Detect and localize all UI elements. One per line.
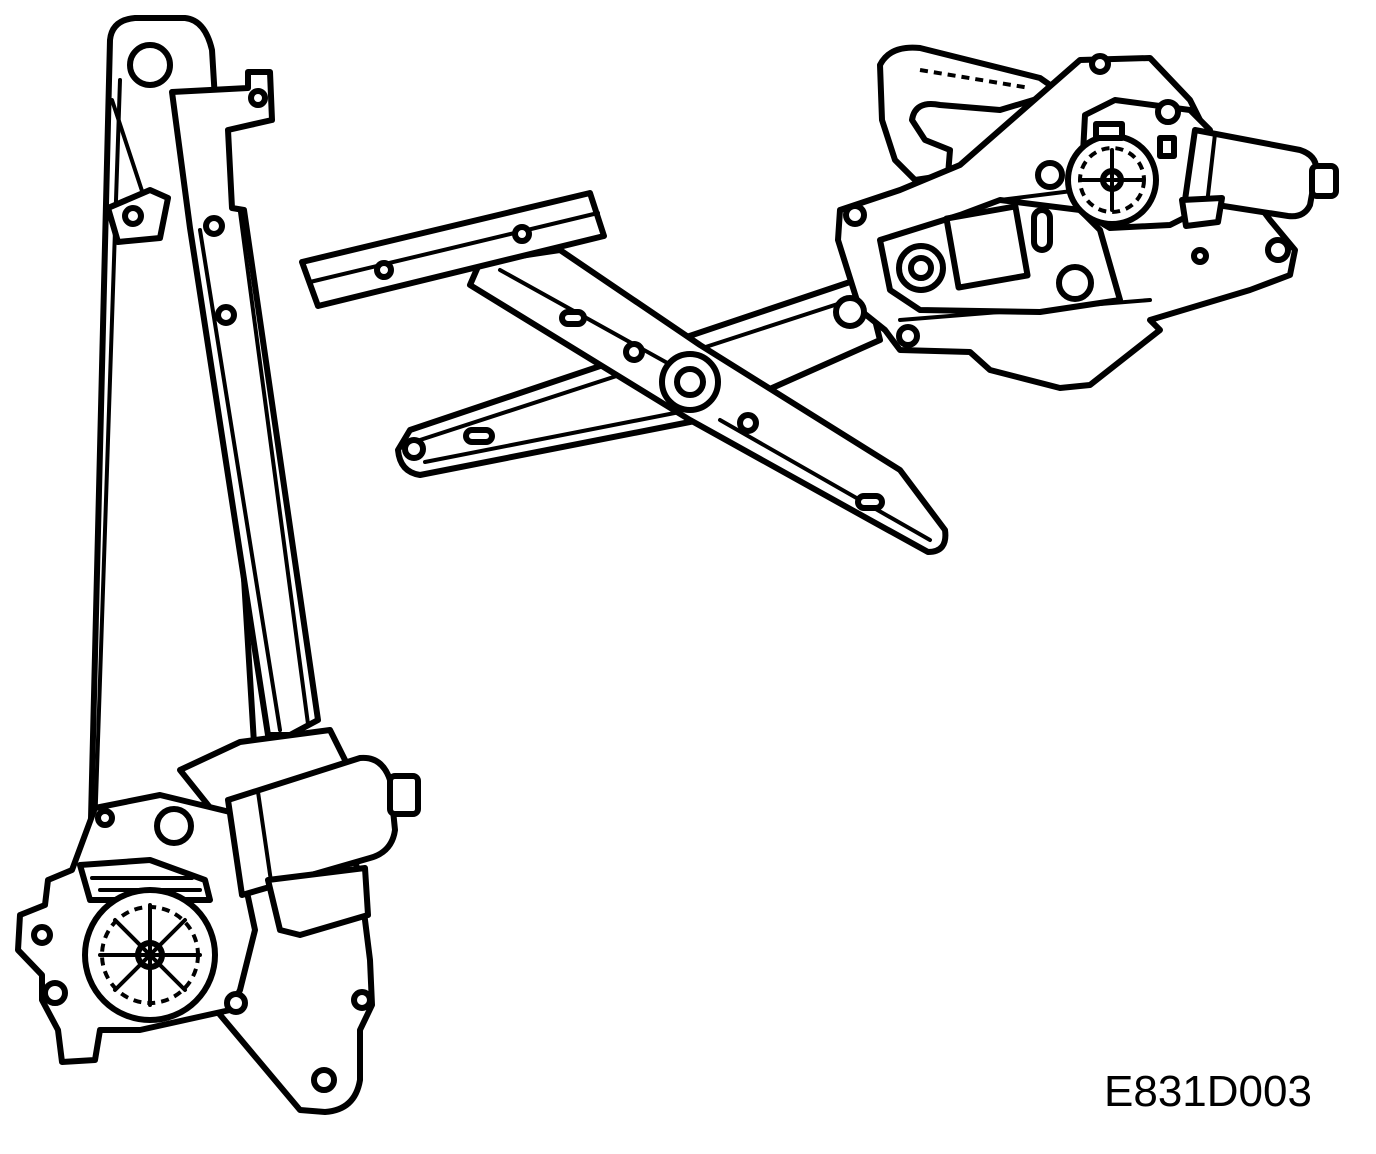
scissor-window-regulator bbox=[299, 44, 1339, 555]
glass-carrier-channel bbox=[169, 69, 321, 738]
base-hole-right bbox=[1265, 237, 1291, 263]
drive-gear-spokes bbox=[98, 903, 202, 1007]
scissor-motor-bracket bbox=[1179, 195, 1225, 229]
side-mount-hole bbox=[351, 989, 373, 1011]
base-hole-small-right bbox=[1191, 247, 1209, 265]
lower-arm-end-hole bbox=[402, 437, 426, 461]
motor-boss bbox=[154, 806, 194, 846]
gearbox-tab-1 bbox=[1157, 135, 1177, 159]
base-hole-lower-left bbox=[896, 324, 920, 348]
base-hole-lower-right bbox=[1056, 264, 1094, 302]
base-hole-top bbox=[1089, 53, 1111, 75]
base-plate-label-area bbox=[943, 203, 1031, 291]
scissor-motor-band bbox=[1205, 132, 1217, 206]
glass-channel-hole-2 bbox=[512, 224, 532, 244]
crossing-arm-slot-1 bbox=[559, 309, 587, 327]
motor-shaft-end bbox=[387, 773, 421, 817]
bottom-mount-hole bbox=[311, 1067, 337, 1093]
base-hole-gear-left bbox=[1035, 160, 1065, 190]
base-hole-upper-left bbox=[843, 203, 867, 227]
channel-inner-line bbox=[198, 228, 282, 732]
cable-window-regulator bbox=[15, 15, 421, 1115]
gearbox-screw bbox=[1155, 99, 1181, 125]
glass-channel-lip bbox=[308, 211, 600, 284]
crossing-arm-inner-2 bbox=[718, 418, 932, 542]
crossing-arm-inner bbox=[498, 268, 682, 372]
sector-gear-arm bbox=[877, 44, 1063, 183]
lower-arm-slot bbox=[463, 427, 495, 445]
sector-gear-teeth bbox=[919, 68, 1031, 90]
lower-arm-inner-line-2 bbox=[423, 408, 692, 464]
scissor-gear-spokes bbox=[1080, 148, 1144, 212]
crossing-arm-hole-2 bbox=[737, 412, 759, 434]
base-pivot-hole bbox=[908, 255, 934, 281]
scissor-motor-shaft-end bbox=[1309, 163, 1339, 199]
channel-inner-line-2 bbox=[238, 210, 310, 726]
left-tab-hole bbox=[122, 205, 144, 227]
gearbox-hole-left bbox=[31, 924, 53, 946]
channel-hole-1 bbox=[203, 215, 225, 237]
scissor-center-pin bbox=[674, 366, 706, 398]
lower-cable-guide bbox=[265, 865, 371, 938]
figure-code-label: E831D003 bbox=[1104, 1067, 1312, 1116]
crossing-arm-slot-2 bbox=[855, 493, 885, 511]
motor-band bbox=[256, 790, 274, 890]
carrier-top-hole bbox=[248, 88, 268, 108]
scissor-motor-cylinder bbox=[1182, 127, 1320, 220]
gearbox-hole-top bbox=[95, 808, 115, 828]
channel-hole-2 bbox=[215, 304, 237, 326]
gearbox-hole-right bbox=[224, 991, 248, 1015]
crossing-arm-hole-1 bbox=[623, 341, 645, 363]
gearbox-hole-bottom bbox=[42, 980, 68, 1006]
base-hole-arm bbox=[833, 295, 867, 329]
base-plate-slot bbox=[1031, 207, 1053, 253]
top-pivot-hole bbox=[127, 42, 173, 88]
glass-channel-hole-1 bbox=[374, 260, 394, 280]
gearbox-tab-2 bbox=[1093, 121, 1125, 141]
